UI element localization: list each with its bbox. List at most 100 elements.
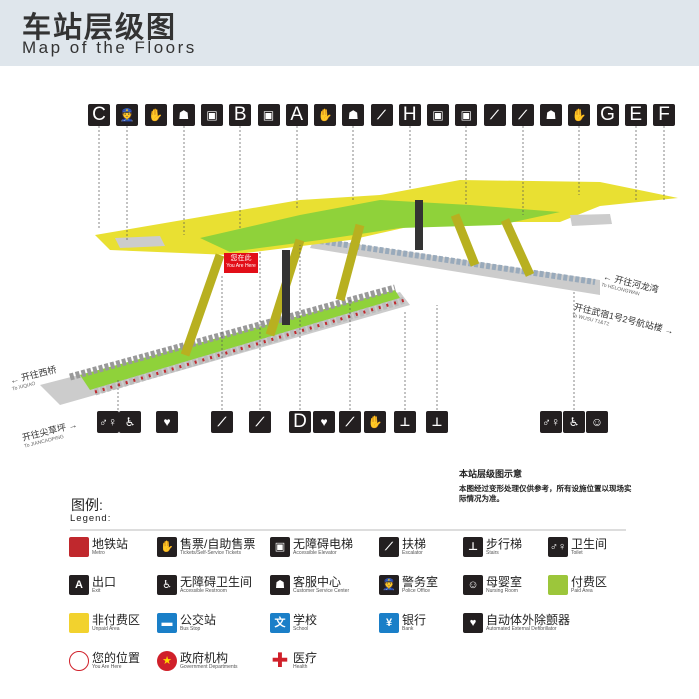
elevator-icon: ▣ bbox=[257, 104, 280, 126]
escalator-icon: ⟋ bbox=[511, 104, 534, 126]
legend-label: 卫生间 bbox=[571, 537, 608, 551]
legend-label: 您的位置 bbox=[92, 651, 141, 665]
tickets-icon: ✋ bbox=[364, 411, 386, 433]
legend-label: 扶梯 bbox=[402, 537, 427, 551]
legend-label: 母婴室 bbox=[486, 575, 523, 589]
legend-label: 公交站 bbox=[180, 613, 217, 627]
legend-title: 图例: bbox=[71, 497, 103, 513]
legend-label: 出口 bbox=[92, 575, 117, 589]
toilet-icon: ♂♀ bbox=[540, 411, 562, 433]
legend-swatch-icon bbox=[69, 613, 89, 633]
paid-area-lower bbox=[80, 290, 400, 390]
legend-swatch-icon: ¥ bbox=[379, 613, 399, 633]
train-upper bbox=[319, 238, 596, 285]
nursing-icon: ☺ bbox=[586, 411, 608, 433]
stairs-icon: ⊥ bbox=[426, 411, 448, 433]
escalator-icon: ⟋ bbox=[211, 411, 233, 433]
legend-swatch-icon: ⊥ bbox=[463, 537, 483, 557]
legend-swatch-icon: ♂♀ bbox=[548, 537, 568, 557]
legend-label-en: Accessible Restroom bbox=[180, 588, 227, 594]
legend-swatch-icon: ☗ bbox=[270, 575, 290, 595]
legend-label-en: Stairs bbox=[486, 550, 499, 556]
AED-icon: ♥ bbox=[313, 411, 335, 433]
leader-lines bbox=[98, 126, 665, 410]
legend-label-en: Escalator bbox=[402, 550, 423, 556]
legend-label: 步行梯 bbox=[486, 537, 523, 551]
entrance-slab bbox=[570, 214, 612, 226]
toilet-icon: ♂♀ bbox=[97, 411, 119, 433]
legend-swatch-icon: ⟋ bbox=[379, 537, 399, 557]
legend-label: 银行 bbox=[402, 613, 427, 627]
legend-label-en: Police Office bbox=[402, 588, 430, 594]
legend-swatch-icon bbox=[69, 537, 89, 557]
legend-label: 学校 bbox=[293, 613, 318, 627]
tickets-icon: ✋ bbox=[314, 104, 336, 126]
structural-supports bbox=[180, 213, 535, 357]
entrance-slab bbox=[115, 236, 165, 248]
exit-a-icon: A bbox=[285, 104, 308, 126]
train-lower-2-marks bbox=[94, 298, 406, 394]
elevator-icon: ▣ bbox=[201, 104, 223, 126]
legend-label-en: Unpaid Area bbox=[92, 626, 120, 632]
legend-swatch-icon bbox=[69, 651, 89, 671]
header: 车站层级图 Map of the Floors bbox=[0, 0, 699, 66]
escalator-icon: ⟋ bbox=[249, 411, 271, 433]
police-icon: 👮 bbox=[116, 104, 139, 126]
legend-label-en: Nursing Room bbox=[486, 588, 518, 594]
legend-label-en: Paid Area bbox=[571, 588, 593, 594]
legend-label: 地铁站 bbox=[92, 537, 129, 551]
exit-e-icon: E bbox=[624, 104, 647, 126]
restroom-icon: ♿ bbox=[119, 411, 141, 433]
legend-subtitle: Legend: bbox=[70, 513, 112, 524]
legend-label: 警务室 bbox=[402, 575, 439, 589]
service-icon: ☗ bbox=[540, 104, 562, 126]
legend-label-en: Accessible Elevator bbox=[293, 550, 337, 556]
legend-label-en: School bbox=[293, 626, 309, 632]
service-icon: ☗ bbox=[172, 104, 195, 126]
legend-swatch-icon: ♿ bbox=[157, 575, 177, 595]
legend-swatch-icon bbox=[548, 575, 568, 595]
legend-label: 自动体外除颤器 bbox=[486, 613, 571, 627]
exit-f-icon: F bbox=[653, 104, 675, 126]
elevator-icon: ▣ bbox=[427, 104, 449, 126]
legend-label: 无障碍电梯 bbox=[293, 537, 354, 551]
legend-label: 无障碍卫生间 bbox=[180, 575, 253, 589]
here-en: You Are Here bbox=[226, 263, 256, 269]
legend-label-en: Metro bbox=[92, 550, 105, 556]
escalator-icon: ⟋ bbox=[483, 104, 506, 126]
restroom-icon: ♿ bbox=[563, 411, 585, 433]
AED-icon: ♥ bbox=[156, 411, 178, 433]
you-are-here-marker bbox=[224, 253, 258, 273]
tickets-icon: ✋ bbox=[568, 104, 591, 126]
legend-label: 付费区 bbox=[571, 575, 608, 589]
legend-swatch-icon: ★ bbox=[157, 651, 177, 671]
service-icon: ☗ bbox=[342, 104, 365, 126]
legend-label-en: Customer Service Center bbox=[293, 588, 350, 594]
paid-concourse bbox=[200, 200, 560, 252]
legend-label-en: Toilet bbox=[571, 550, 583, 556]
legend-label: 客服中心 bbox=[293, 575, 342, 589]
legend-swatch-icon: ✚ bbox=[270, 650, 290, 672]
legend-swatch-icon: ▬ bbox=[157, 613, 177, 633]
legend-label-en: Government Departments bbox=[180, 664, 238, 670]
exit-h-icon: H bbox=[398, 104, 421, 126]
train-lower-1 bbox=[69, 284, 396, 381]
exit-c-icon: C bbox=[88, 104, 110, 126]
legend-swatch-icon: ▣ bbox=[270, 537, 290, 557]
legend-label-en: Health bbox=[293, 664, 308, 670]
note-body: 本图经过变形处理仅供参考，所有设施位置以现场实际情况为准。 bbox=[459, 484, 632, 503]
exit-b-icon: B bbox=[229, 104, 252, 126]
escalator-icon: ⟋ bbox=[339, 411, 361, 433]
page-subtitle: Map of the Floors bbox=[22, 38, 197, 57]
column bbox=[282, 250, 290, 325]
legend-label-en: Automated External Defibrillator bbox=[486, 626, 557, 632]
column bbox=[415, 200, 423, 250]
legend-swatch-icon: 文 bbox=[270, 613, 290, 633]
legend-label: 政府机构 bbox=[180, 651, 229, 665]
legend-swatch-icon: ✋ bbox=[157, 537, 177, 557]
legend-label: 医疗 bbox=[293, 651, 318, 665]
station-floor-diagram bbox=[40, 126, 678, 410]
page-title: 车站层级图 bbox=[22, 12, 178, 44]
legend-label-en: Bus Stop bbox=[180, 626, 201, 632]
